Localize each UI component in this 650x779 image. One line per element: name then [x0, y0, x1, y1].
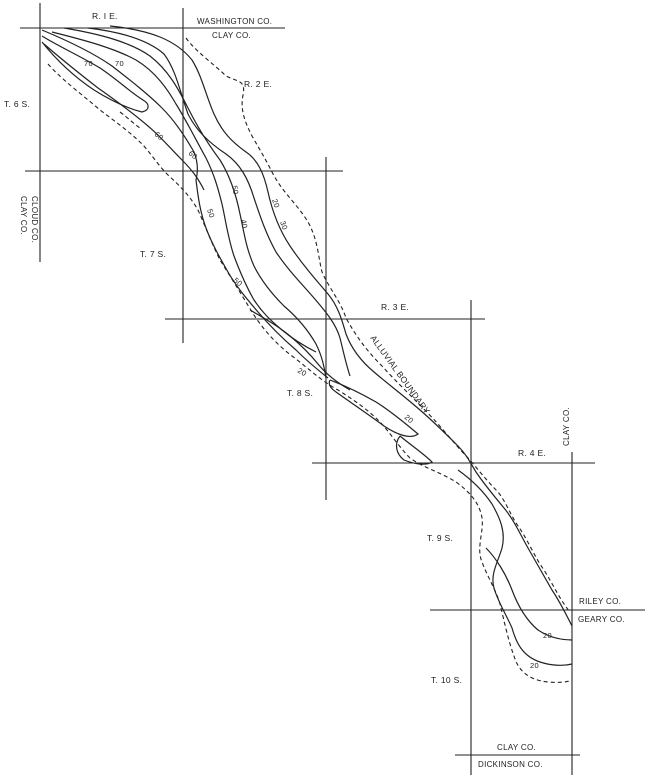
county-label-clay-left: CLAY CO.: [19, 196, 28, 235]
alluvial-boundary-southwest: [47, 63, 573, 683]
contour-40: [63, 27, 327, 379]
contour-label-60a: 60: [153, 130, 166, 143]
contour-south-bend: [249, 309, 351, 391]
contour-label-30: 30: [278, 220, 290, 231]
township-label-t10s: T. 10 S.: [431, 675, 462, 685]
township-label-t9s: T. 9 S.: [427, 533, 453, 543]
county-label-clay-top: CLAY CO.: [212, 31, 251, 40]
grid-lines: [20, 3, 645, 775]
contour-value-labels: 70 70 60 60 50 50 50 40 30 20 20 20 20 2…: [84, 59, 552, 670]
contour-label-40: 40: [239, 219, 249, 229]
contour-60-outer: [43, 43, 205, 191]
range-label-r1e: R. I E.: [92, 11, 118, 21]
county-label-riley: RILEY CO.: [579, 597, 621, 606]
county-label-cloud-left: CLOUD CO.: [30, 196, 39, 243]
range-label-r3e: R. 3 E.: [381, 302, 409, 312]
range-label-r2e: R. 2 E.: [244, 79, 272, 89]
contour-label-20c: 20: [403, 413, 416, 426]
contour-20-south: [395, 435, 433, 465]
contour-label-20b: 20: [296, 366, 308, 378]
contour-20-lower: [457, 469, 573, 666]
range-label-r4e: R. 4 E.: [518, 448, 546, 458]
contour-label-50a: 50: [230, 185, 240, 195]
contour-label-20d: 20: [543, 631, 552, 640]
contour-20-east: [485, 547, 573, 641]
county-label-clay-right: CLAY CO.: [562, 407, 571, 446]
contour-label-20e: 20: [530, 661, 539, 670]
alluvial-boundary-lines: [47, 37, 573, 683]
contour-60-inner: [41, 29, 198, 181]
county-label-clay-bottom: CLAY CO.: [497, 743, 536, 752]
contour-label-50b: 50: [205, 208, 217, 219]
township-label-t8s: T. 8 S.: [287, 388, 313, 398]
contour-label-60b: 60: [187, 149, 200, 162]
contour-lines: [41, 25, 573, 666]
contour-label-50c: 50: [232, 276, 245, 289]
contour-20-main: [109, 25, 573, 627]
contour-label-20a: 20: [270, 198, 282, 209]
alluvial-boundary-tick: [119, 111, 141, 129]
contour-label-70b: 70: [115, 59, 124, 68]
contour-label-70a: 70: [84, 59, 93, 68]
township-label-t6s: T. 6 S.: [4, 99, 30, 109]
county-label-dickinson: DICKINSON CO.: [478, 760, 543, 769]
contour-50-north: [51, 31, 317, 353]
contour-inner-loop: [328, 379, 419, 438]
county-label-washington: WASHINGTON CO.: [197, 17, 272, 26]
contour-50-south: [195, 179, 329, 379]
county-label-geary: GEARY CO.: [578, 615, 625, 624]
contour-30: [87, 27, 351, 377]
township-label-t7s: T. 7 S.: [140, 249, 166, 259]
contour-70: [41, 35, 149, 113]
alluvial-boundary-northeast: [185, 37, 571, 613]
